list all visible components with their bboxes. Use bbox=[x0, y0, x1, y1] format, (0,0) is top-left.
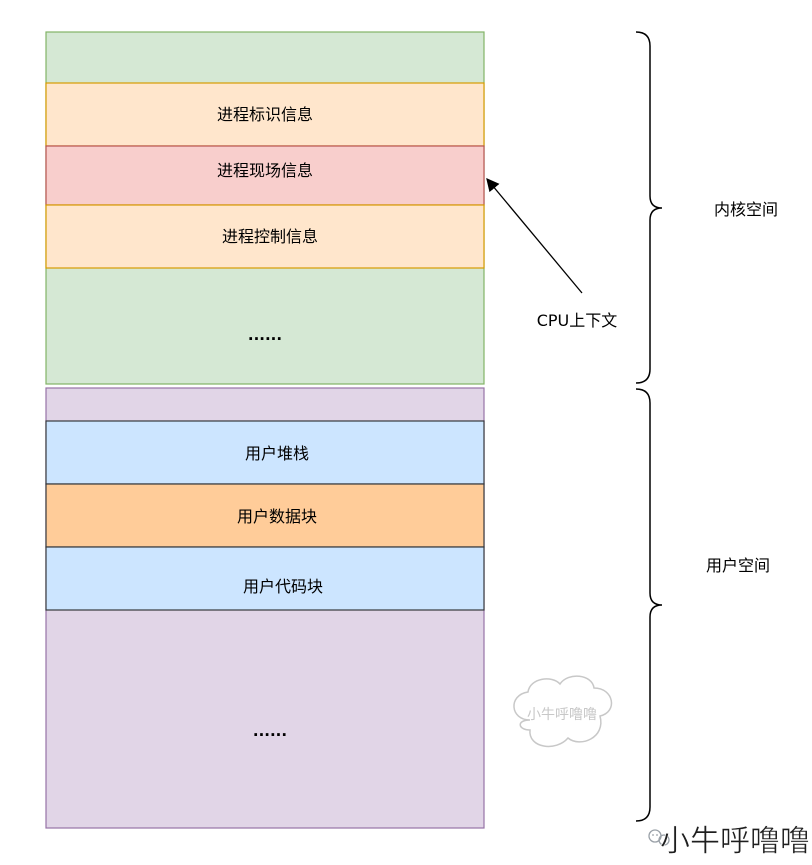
cpu-context-arrow bbox=[486, 178, 583, 294]
kernel-space-brace bbox=[635, 31, 663, 384]
user-data-label: 用户数据块 bbox=[237, 507, 317, 526]
process-id-label: 进程标识信息 bbox=[217, 105, 313, 124]
wechat-icon bbox=[648, 829, 670, 846]
user-code-box bbox=[45, 546, 485, 611]
footer-watermark: 小牛呼噜噜 bbox=[648, 824, 810, 859]
cpu-context-label: CPU上下文 bbox=[537, 311, 618, 330]
kernel-ellipsis: ...... bbox=[248, 326, 282, 344]
process-id-box bbox=[45, 82, 485, 147]
user-space-block: 用户堆栈 用户数据块 用户代码块 ...... bbox=[45, 387, 485, 829]
kernel-space-label: 内核空间 bbox=[714, 200, 778, 219]
cloud-shape bbox=[513, 675, 613, 748]
kernel-space-block: 进程标识信息 进程现场信息 进程控制信息 ...... bbox=[45, 31, 485, 385]
process-scene-label: 进程现场信息 bbox=[217, 161, 313, 180]
footer-watermark-text: 小牛呼噜噜 bbox=[660, 824, 810, 859]
user-stack-box bbox=[45, 420, 485, 485]
user-space-label: 用户空间 bbox=[706, 556, 770, 575]
user-stack-label: 用户堆栈 bbox=[245, 444, 309, 463]
cloud-watermark: 小牛呼噜噜 bbox=[513, 675, 613, 748]
user-ellipsis: ...... bbox=[253, 722, 287, 740]
cloud-watermark-text: 小牛呼噜噜 bbox=[527, 707, 597, 723]
user-space-brace bbox=[635, 388, 663, 822]
process-control-box bbox=[45, 204, 485, 269]
process-scene-box bbox=[45, 145, 485, 206]
process-control-label: 进程控制信息 bbox=[222, 227, 318, 246]
user-code-label: 用户代码块 bbox=[243, 577, 323, 596]
